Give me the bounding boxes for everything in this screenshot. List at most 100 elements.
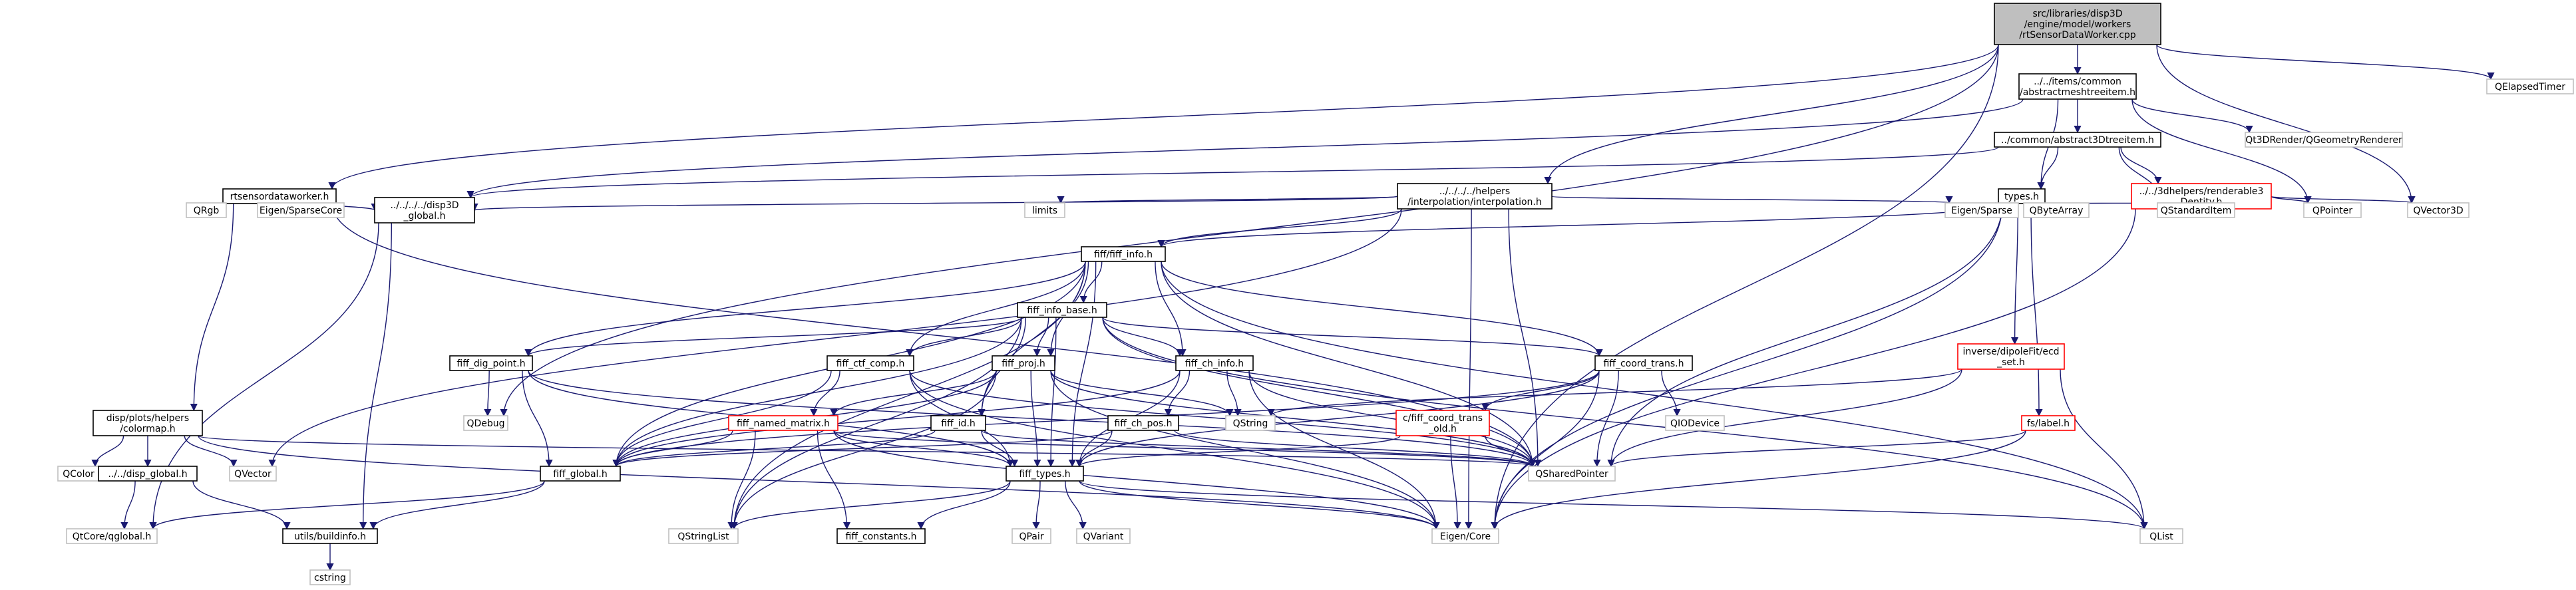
node-fiffnamedmatrix[interactable]: fiff_named_matrix.h [728,415,838,431]
node-fiffproj[interactable]: fiff_proj.h [992,355,1055,371]
node-typesh[interactable]: types.h [1998,188,2046,204]
node-label: fiff_proj.h [1002,359,1045,369]
node-fiffid[interactable]: fiff_id.h [930,415,986,431]
node-qrgb: QRgb [186,202,227,218]
node-colormap[interactable]: disp/plots/helpers/colormap.h [92,410,203,436]
node-label: QPointer [2312,206,2352,216]
edge-fiffchinfo-to-qsharedpointer [1248,370,1537,468]
node-cstring: cstring [309,569,351,585]
node-label: fiff/fiff_info.h [1094,249,1153,260]
edge-root-to-eigencore [1491,44,1999,530]
edge-fiffnamedmatrix-to-qsharedpointer [833,430,1537,468]
edge-root-to-interpolation [1544,44,1999,185]
edge-renderable3-to-qpointer [2271,196,2312,204]
node-label: /abstractmeshtreeitem.h [2020,87,2135,98]
edge-dipolefit-to-qsharedpointer [1607,369,1962,468]
node-fifftypes[interactable]: fiff_types.h [1006,466,1084,482]
node-label: Qt3DRender/QGeometryRenderer [2245,135,2402,146]
node-label: QVector3D [2413,206,2463,216]
edge-coordtransold-to-eigencore [1450,435,1461,530]
node-root[interactable]: src/libraries/disp3D/engine/model/worker… [1994,3,2161,45]
edge-fiffproj-to-qstringlist [730,370,997,530]
node-dispglobal[interactable]: ../../disp_global.h [98,466,198,482]
node-fiffconstants[interactable]: fiff_constants.h [836,528,926,544]
node-disp3dglobal[interactable]: ../../../../disp3D_global.h [374,197,475,223]
node-buildinfo[interactable]: utils/buildinfo.h [282,528,378,544]
node-dipolefit[interactable]: inverse/dipoleFit/ecd_set.h [1957,343,2065,370]
edge-fiffinfo-to-fiffctfcomp [906,261,1086,357]
edge-fslabel-to-eigencore [1491,430,2026,530]
node-qt3drender: Qt3DRender/QGeometryRenderer [2245,132,2403,148]
node-rtsensordataworker[interactable]: rtsensordataworker.h [222,188,337,204]
node-qiodevice: QIODevice [1665,415,1725,431]
node-qbytearray: QByteArray [2023,202,2090,218]
node-abstract3d[interactable]: ../common/abstract3Dtreeitem.h [1994,132,2161,148]
node-fiffdigpoint[interactable]: fiff_dig_point.h [449,355,533,371]
edge-fiffinfo-to-qsharedpointer [1161,261,1537,468]
edge-typesh-to-fslabel [2030,203,2043,417]
node-label: inverse/dipoleFit/ecd [1962,347,2059,357]
node-label: _set.h [1996,357,2025,368]
node-label: QString [1233,418,1268,429]
edge-fiffproj-to-qsharedpointer [1050,370,1537,468]
node-qcolor: QColor [57,466,100,482]
edge-interpolation-to-qvector [268,208,1402,468]
node-label: ../common/abstract3Dtreeitem.h [2001,135,2154,146]
node-label: QList [2149,531,2173,542]
edge-fifftypes-to-qvariant [1065,480,1087,530]
edge-fiffglobal-to-qtcoreqglobal [149,480,545,530]
edge-interpolation-to-fiffinfo [1157,208,1402,248]
node-eigensparsecore: Eigen/SparseCore [257,202,345,218]
edge-interpolation-to-qsharedpointer [1508,208,1542,468]
node-eigensparse: Eigen/Sparse [1944,202,2019,218]
edge-fiffctfcomp-to-fiffglobal [612,370,832,468]
edge-fiffchpos-to-qsharedpointer [1174,430,1537,468]
node-fslabel[interactable]: fs/label.h [2021,415,2076,431]
node-fiffchinfo[interactable]: fiff_ch_info.h [1175,355,1254,371]
node-label: ../../../../helpers [1439,186,1510,197]
edge-fiffnamedmatrix-to-qstringlist [727,430,756,530]
node-label: /engine/model/workers [2024,19,2131,30]
edge-fslabel-to-qsharedpointer [1607,430,2026,468]
node-label: /rtSensorDataWorker.cpp [2019,30,2135,41]
edge-coordtransold-to-qsharedpointer [1485,435,1537,468]
edge-abstractmesh-to-qt3drender [2131,98,2253,134]
edge-fiffproj-to-fiffnamedmatrix [830,370,997,417]
node-label: fiff_coord_trans.h [1603,359,1684,369]
edge-fiffglobal-to-buildinfo [369,480,545,530]
edge-fiffinfobase-to-fiffglobal [612,317,1022,468]
edge-disp3dglobal-to-buildinfo [359,222,392,530]
node-fiffctfcomp[interactable]: fiff_ctf_comp.h [827,355,914,371]
node-label: types.h [2004,192,2039,202]
node-coordtransold[interactable]: c/fiff_coord_trans_old.h [1395,410,1490,436]
node-label: fiff_constants.h [846,531,917,542]
node-abstractmesh[interactable]: ../../items/common/abstractmeshtreeitem.… [2018,73,2137,100]
node-label: QStringList [677,531,729,542]
node-fiffcoordtrans[interactable]: fiff_coord_trans.h [1594,355,1693,371]
edge-abstract3d-to-disp3dglobal [467,146,1999,199]
node-interpolation[interactable]: ../../../../helpers/interpolation/interp… [1397,183,1553,210]
node-label: Eigen/SparseCore [260,206,342,216]
node-label: fiff_ch_info.h [1185,359,1244,369]
edge-interpolation-to-eigensparse [1551,196,1952,204]
edge-abstract3d-to-typesh [2037,146,2059,190]
node-label: rtsensordataworker.h [230,192,329,202]
node-label: QPair [1019,531,1043,542]
edge-rtsensordataworker-to-colormap [190,203,234,412]
node-fiffinfobase[interactable]: fiff_info_base.h [1017,302,1107,318]
node-fiffchpos[interactable]: fiff_ch_pos.h [1107,415,1179,431]
edge-fiffid-to-qsharedpointer [981,430,1537,468]
edge-fiffchinfo-to-fiffglobal [612,370,1181,468]
edge-fiffinfo-to-fiffdigpoint [524,261,1086,357]
node-label: QStandardItem [2161,206,2232,216]
node-fiffglobal[interactable]: fiff_global.h [540,466,621,482]
node-fiffinfo[interactable]: fiff/fiff_info.h [1081,246,1166,262]
node-label: _global.h [403,211,445,221]
node-qstring: QString [1225,415,1276,431]
edge-abstract3d-to-renderable3 [2120,146,2162,185]
edge-colormap-to-qvector [184,435,238,468]
edge-root-to-rtsensordataworker [328,44,1999,190]
node-label: fiff_dig_point.h [457,359,525,369]
node-label: /interpolation/interpolation.h [1407,197,1541,208]
